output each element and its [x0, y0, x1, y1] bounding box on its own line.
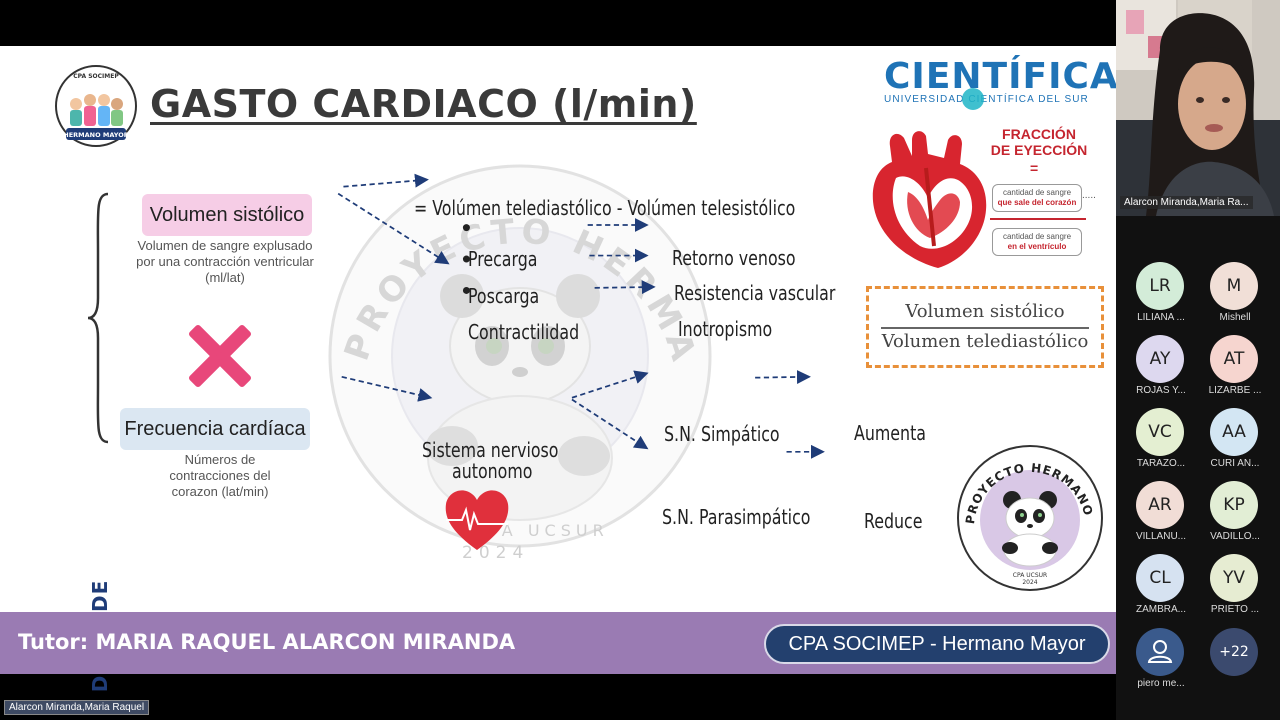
participant-name: VADILLO...	[1210, 531, 1260, 542]
heart-ecg-icon	[445, 490, 509, 550]
simpatico-effect: Aumenta	[854, 421, 926, 445]
participant-name: ROJAS Y...	[1136, 385, 1186, 396]
watermark-bottom-text: CPA UCSUR	[472, 521, 609, 540]
fraccion-denominator-line1: cantidad de sangre	[1002, 232, 1072, 241]
badge-year: 2024	[1022, 579, 1037, 586]
cpa-socimep-pill: CPA SOCIMEP - Hermano Mayor	[764, 624, 1110, 664]
fraccion-denominator: cantidad de sangre en el ventrículo	[992, 228, 1082, 256]
participant-tile[interactable]: YV PRIETO ...	[1200, 554, 1270, 624]
participant-tile[interactable]: piero me...	[1126, 628, 1196, 698]
avatar: AA	[1210, 408, 1258, 456]
ejection-fraction-formula: Volumen sistólico Volumen telediastólico	[866, 286, 1104, 368]
socimep-logo-bottom: HERMANO MAYOR	[63, 131, 129, 139]
participant-tile[interactable]: LR LILIANA ...	[1126, 262, 1196, 332]
fraccion-divider	[990, 218, 1086, 220]
formula-denominator: Volumen telediastólico	[881, 331, 1089, 352]
slide-title: GASTO CARDIACO (l/min)	[150, 82, 697, 126]
participant-name: CURI AN...	[1210, 458, 1260, 469]
more-count: +22	[1210, 628, 1258, 676]
heart-anatomy-icon	[872, 131, 987, 268]
hermano-mayor-badge: PROYECTO HERMANO MAYOR CPA UCSUR 2024	[956, 444, 1103, 591]
avatar: CL	[1136, 554, 1184, 602]
fraccion-numerator: cantidad de sangre que sale del corazón	[992, 184, 1082, 212]
frecuencia-cardiaca-box: Frecuencia cardíaca	[120, 408, 310, 450]
sna-line2: autonomo	[452, 459, 533, 483]
formula-bar	[881, 327, 1089, 329]
fraccion-dots: .....	[1082, 190, 1096, 201]
parasimpatico-label: S.N. Parasimpático	[662, 505, 811, 529]
volumen-sistolico-box: Volumen sistólico	[142, 194, 312, 236]
factor-precarga: Precarga	[468, 247, 538, 271]
avatar: LR	[1136, 262, 1184, 310]
avatar: VC	[1136, 408, 1184, 456]
fraccion-equals: =	[1030, 160, 1039, 176]
participant-tile[interactable]: AT LIZARBE ...	[1200, 335, 1270, 405]
participant-tile[interactable]: VC TARAZO...	[1126, 408, 1196, 478]
speaker-video-feed	[1116, 0, 1280, 216]
person-icon	[1147, 640, 1173, 663]
speaker-video[interactable]: Alarcon Miranda,Maria Ra...	[1116, 0, 1280, 216]
frecuencia-cardiaca-desc: Números de contracciones del corazon (la…	[169, 452, 271, 499]
slide-content: PROYECTO HERMANO MAYOR 2024 CPA UCSUR CP…	[0, 56, 1119, 692]
participant-name: piero me...	[1137, 678, 1185, 689]
result-retorno-venoso: Retorno venoso	[672, 246, 796, 270]
sna-line1: Sistema nervioso	[422, 438, 559, 462]
participants-sidebar: Alarcon Miranda,Maria Ra... LR LILIANA .…	[1116, 0, 1280, 720]
participant-name: TARAZO...	[1136, 458, 1186, 469]
watermark-logo: PROYECTO HERMANO MAYOR 2024 CPA UCSUR	[322, 146, 712, 563]
participant-name: Mishell	[1219, 312, 1251, 323]
parasimpatico-effect: Reduce	[864, 509, 923, 533]
participant-tile[interactable]: AR VILLANU...	[1126, 481, 1196, 551]
cientifica-brand: CIENTÍFICA	[884, 56, 1119, 97]
participant-tile[interactable]: AY ROJAS Y...	[1126, 335, 1196, 405]
participant-name: ZAMBRA...	[1135, 604, 1186, 615]
fraccion-numerator-line2: que sale del corazón	[997, 198, 1077, 207]
fraccion-numerator-line1: cantidad de sangre	[1002, 188, 1072, 197]
multiply-icon	[189, 325, 251, 387]
user-icon	[1136, 628, 1184, 676]
fraccion-title-line2: DE EYECCIÓN	[990, 142, 1088, 158]
participant-name: VILLANU...	[1135, 531, 1187, 542]
participant-name: PRIETO ...	[1210, 604, 1260, 615]
avatar: M	[1210, 262, 1258, 310]
avatar: YV	[1210, 554, 1258, 602]
active-speaker-label: Alarcon Miranda,Maria Raquel	[4, 700, 150, 715]
vs-formula-text: = Volúmen telediastólico - Volúmen teles…	[414, 196, 796, 220]
curly-brace-icon	[87, 192, 109, 444]
participant-tile[interactable]: M Mishell	[1200, 262, 1270, 332]
simpatico-label: S.N. Simpático	[664, 422, 780, 446]
fraccion-title-line1: FRACCIÓN	[1002, 126, 1076, 142]
more-participants-button[interactable]: +22	[1200, 628, 1270, 698]
socimep-logo-top: CPA SOCIMEP	[73, 73, 119, 80]
participant-tile[interactable]: AA CURI AN...	[1200, 408, 1270, 478]
avatar: AR	[1136, 481, 1184, 529]
fraccion-eyeccion-title: FRACCIÓN DE EYECCIÓN	[984, 126, 1094, 158]
diagram-arrows	[337, 173, 825, 459]
fraccion-denominator-line2: en el ventrículo	[1007, 242, 1067, 251]
pointer-cursor-icon	[962, 88, 984, 110]
avatar: KP	[1210, 481, 1258, 529]
participant-tile[interactable]: CL ZAMBRA...	[1126, 554, 1196, 624]
volumen-sistolico-desc: Volumen de sangre explusado por una cont…	[136, 238, 314, 285]
participant-name: LILIANA ...	[1137, 312, 1185, 323]
cientifica-logo: CIENTÍFICA UNIVERSIDAD CIENTÍFICA DEL SU…	[884, 56, 1119, 106]
participant-name: LIZARBE ...	[1208, 385, 1262, 396]
result-resistencia-vascular: Resistencia vascular	[674, 281, 836, 305]
participant-tile[interactable]: KP VADILLO...	[1200, 481, 1270, 551]
speaker-name-label: Alarcon Miranda,Maria Ra...	[1120, 196, 1253, 209]
badge-bottom-text: CPA UCSUR	[1013, 572, 1047, 579]
slide-footer: Tutor: MARIA RAQUEL ALARCON MIRANDA CPA …	[0, 612, 1116, 674]
factor-contractilidad: Contractilidad	[468, 320, 580, 344]
result-inotropismo: Inotropismo	[678, 317, 773, 341]
tutor-name: Tutor: MARIA RAQUEL ALARCON MIRANDA	[18, 630, 516, 654]
avatar: AY	[1136, 335, 1184, 383]
avatar: AT	[1210, 335, 1258, 383]
cientifica-subtitle: UNIVERSIDAD CIENTÍFICA DEL SUR	[884, 94, 1089, 105]
factor-poscarga: Poscarga	[468, 284, 540, 308]
socimep-logo: CPA SOCIMEP HERMANO MAYOR	[55, 65, 137, 147]
formula-numerator: Volumen sistólico	[905, 301, 1065, 322]
